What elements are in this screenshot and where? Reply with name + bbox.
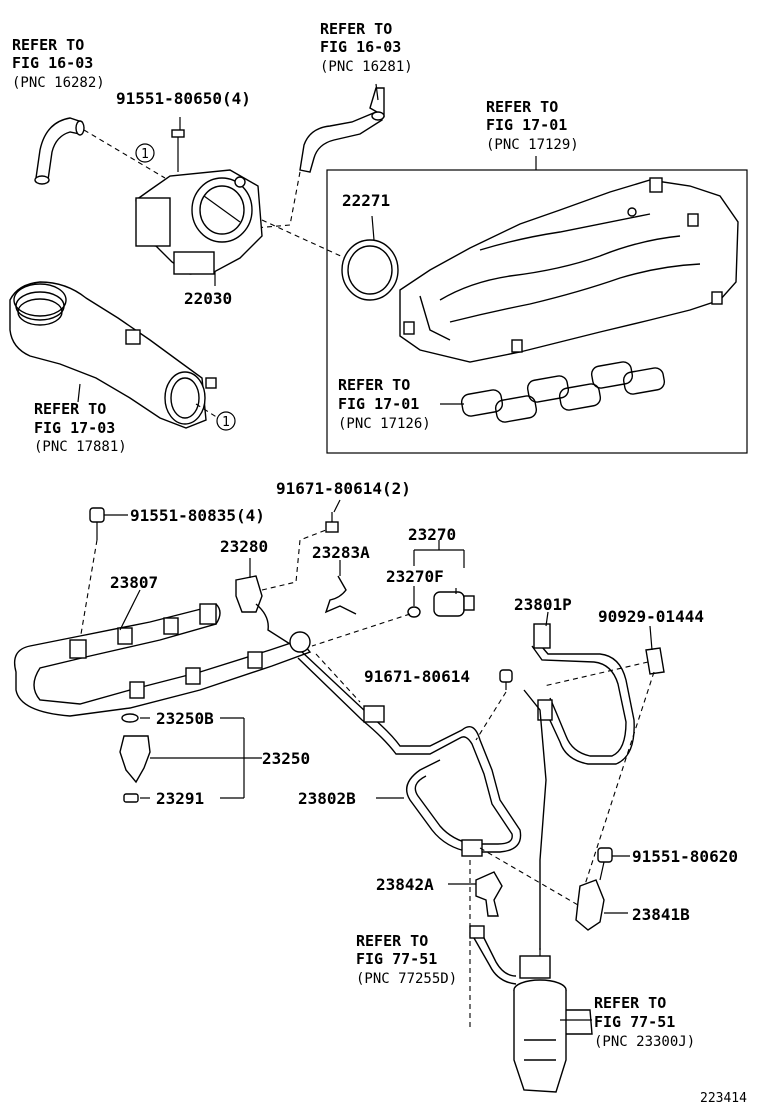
ref-16281-line1: REFER TO: [320, 20, 392, 38]
gasket-22271: [341, 239, 399, 301]
ref-17881-line3: (PNC 17881): [34, 439, 127, 455]
manifold-frame: [326, 169, 748, 454]
ref-17881-line2: FIG 17-03: [34, 419, 115, 437]
label-91551-80835: 91551-80835(4): [130, 506, 265, 525]
label-91671-80614-x2: 91671-80614(2): [276, 479, 411, 498]
bracket-23842A: [475, 871, 503, 917]
breather-hose-16282: [34, 117, 85, 185]
bolt-91671-80614: [499, 669, 513, 690]
ref-17126-line2: FIG 17-01: [338, 395, 419, 413]
ref-77255D-line2: FIG 77-51: [356, 950, 437, 968]
breather-hose-16281: [299, 87, 385, 173]
fuel-tank-hose-77255D: [469, 925, 517, 985]
label-23841B: 23841B: [632, 905, 690, 924]
label-23807: 23807: [110, 573, 158, 592]
label-23270F: 23270F: [386, 567, 444, 586]
bolt-91551-80620: [597, 847, 613, 881]
label-23250: 23250: [262, 749, 310, 768]
ref-16282-line2: FIG 16-03: [12, 54, 93, 72]
label-23280: 23280: [220, 537, 268, 556]
label-91671-80614: 91671-80614: [364, 667, 470, 686]
label-90929-01444: 90929-01444: [598, 607, 704, 626]
label-91551-80620: 91551-80620: [632, 847, 738, 866]
callout-marker-bottom-label: 1: [222, 415, 230, 430]
ref-23300J-line1: REFER TO: [594, 994, 666, 1012]
ref-17126-line3: (PNC 17126): [338, 416, 431, 432]
fuel-injector-23250: [119, 713, 151, 803]
ref-16281-line2: FIG 16-03: [320, 38, 401, 56]
fuel-tube-23802B: [297, 651, 522, 857]
ref-17129-line1: REFER TO: [486, 98, 558, 116]
o-ring-23270: [407, 606, 421, 618]
fuel-delivery-pipe-23807: [13, 603, 312, 717]
ref-17129-line3: (PNC 17129): [486, 137, 579, 153]
label-23270: 23270: [408, 525, 456, 544]
clip-90929-01444: [645, 647, 665, 675]
ref-16281-line3: (PNC 16281): [320, 59, 413, 75]
ref-17129-line2: FIG 17-01: [486, 116, 567, 134]
label-23802B: 23802B: [298, 789, 356, 808]
fuel-damper-23270F: [433, 588, 475, 617]
clip-23283A: [324, 575, 357, 615]
callout-marker-top: [135, 143, 155, 163]
air-intake-hose-17881: [9, 281, 217, 429]
label-23291: 23291: [156, 789, 204, 808]
label-23283A: 23283A: [312, 543, 370, 562]
bracket-23841B: [575, 879, 605, 931]
label-22271: 22271: [342, 191, 390, 210]
charcoal-canister-23300J: [513, 948, 593, 1093]
diagram-id: 223414: [700, 1091, 747, 1106]
ref-16282-line3: (PNC 16282): [12, 75, 105, 91]
bolt-91551-80650: [171, 129, 185, 172]
ref-77255D-line3: (PNC 77255D): [356, 971, 457, 987]
label-23250B: 23250B: [156, 709, 214, 728]
label-22030: 22030: [184, 289, 232, 308]
label-23801P: 23801P: [514, 595, 572, 614]
throttle-body-22030: [135, 169, 263, 275]
ref-77255D-line1: REFER TO: [356, 932, 428, 950]
bolt-91671-80614-x2: [325, 512, 339, 533]
bolt-91551-80835: [89, 507, 105, 540]
pressure-sensor-23280: [235, 575, 291, 645]
ref-23300J-line2: FIG 77-51: [594, 1013, 675, 1031]
intake-manifold: [399, 177, 739, 363]
ref-16282-line1: REFER TO: [12, 36, 84, 54]
ref-23300J-line3: (PNC 23300J): [594, 1034, 695, 1050]
fuel-tube-23801P: [523, 623, 635, 950]
ref-17126-line1: REFER TO: [338, 376, 410, 394]
manifold-gasket: [460, 361, 666, 423]
ref-17881-line1: REFER TO: [34, 400, 106, 418]
label-23842A: 23842A: [376, 875, 434, 894]
callout-marker-bottom: [216, 411, 236, 431]
label-91551-80650: 91551-80650(4): [116, 89, 251, 108]
callout-marker-top-label: 1: [141, 147, 149, 162]
